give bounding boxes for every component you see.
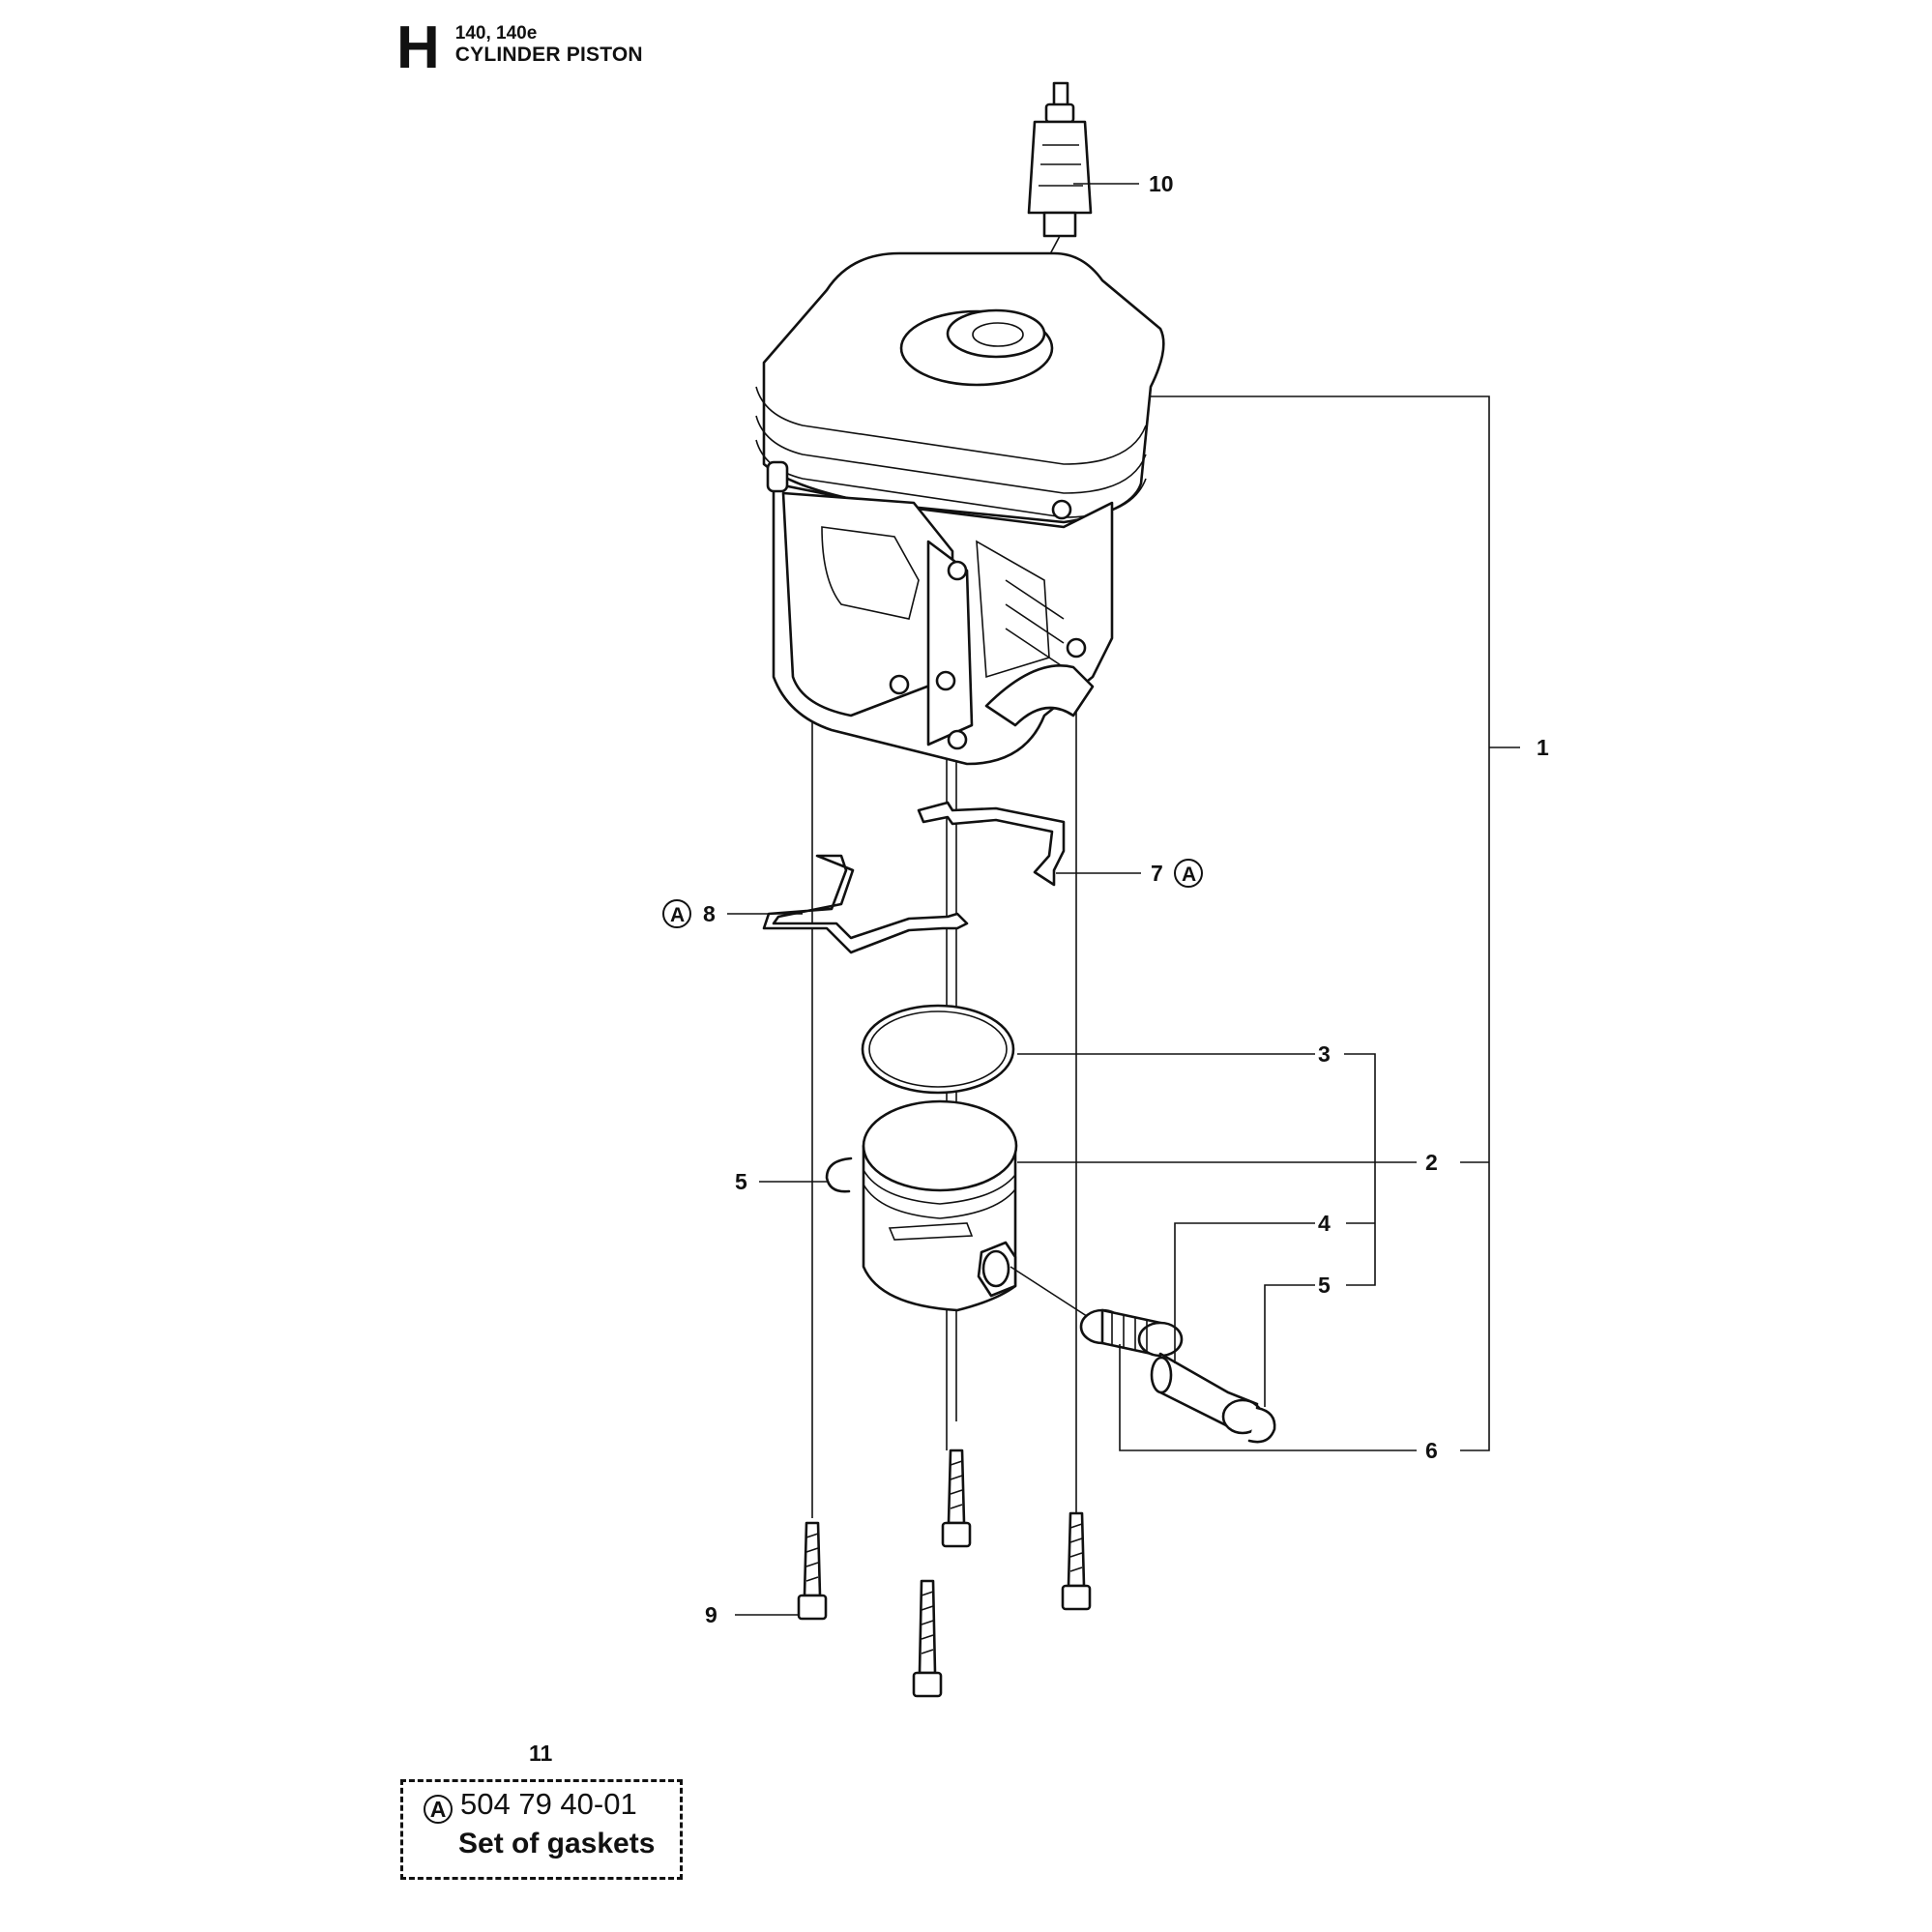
callout-8: 8 bbox=[703, 901, 716, 926]
leader-lines bbox=[727, 183, 1520, 1616]
header-text: 140, 140e CYLINDER PISTON bbox=[455, 23, 643, 67]
callout-4: 4 bbox=[1318, 1211, 1331, 1236]
kit-part-number: 504 79 40-01 bbox=[460, 1787, 637, 1821]
callout-1: 1 bbox=[1537, 735, 1549, 760]
screw-right[interactable] bbox=[1061, 1511, 1092, 1611]
screw-center-high[interactable] bbox=[941, 1449, 972, 1548]
marker-a-8: A bbox=[662, 899, 691, 928]
marker-a-7: A bbox=[1174, 859, 1203, 888]
section-letter: H bbox=[396, 15, 440, 81]
kit-description: Set of gaskets bbox=[458, 1828, 656, 1859]
callout-10: 10 bbox=[1149, 171, 1174, 196]
gasket-7[interactable] bbox=[917, 801, 1066, 887]
diagram-title: CYLINDER PISTON bbox=[454, 44, 643, 66]
svg-text:A: A bbox=[1182, 864, 1196, 886]
gasket-8[interactable] bbox=[762, 854, 969, 954]
circlip-right[interactable] bbox=[1247, 1406, 1276, 1444]
models-label: 140, 140e bbox=[454, 23, 538, 44]
callout-5-left: 5 bbox=[735, 1169, 747, 1194]
screw-center-low[interactable] bbox=[912, 1579, 943, 1698]
callout-11: 11 bbox=[529, 1741, 553, 1766]
callout-6: 6 bbox=[1425, 1438, 1438, 1463]
diagram-header: H 140, 140e CYLINDER PISTON bbox=[396, 15, 643, 81]
spark-plug[interactable] bbox=[995, 81, 1093, 357]
screw-left[interactable] bbox=[797, 1521, 828, 1621]
callout-2: 2 bbox=[1425, 1150, 1438, 1175]
callout-5-right: 5 bbox=[1318, 1273, 1331, 1298]
piston-pin[interactable] bbox=[1150, 1352, 1264, 1435]
callout-labels: 10 1 3 2 4 5 6 5 7 8 9 bbox=[703, 171, 1549, 1627]
callout-3: 3 bbox=[1318, 1041, 1331, 1067]
piston[interactable] bbox=[862, 1099, 1018, 1312]
svg-text:A: A bbox=[670, 904, 685, 926]
gasket-kit-box[interactable] bbox=[400, 1779, 683, 1880]
circlip-left[interactable] bbox=[825, 1156, 853, 1193]
piston-ring[interactable] bbox=[861, 1004, 1015, 1095]
needle-bearing[interactable] bbox=[1010, 1266, 1184, 1358]
kit-marker-a: A bbox=[424, 1795, 453, 1824]
cylinder[interactable] bbox=[755, 251, 1165, 766]
callout-9: 9 bbox=[705, 1602, 717, 1627]
callout-7: 7 bbox=[1151, 861, 1163, 886]
